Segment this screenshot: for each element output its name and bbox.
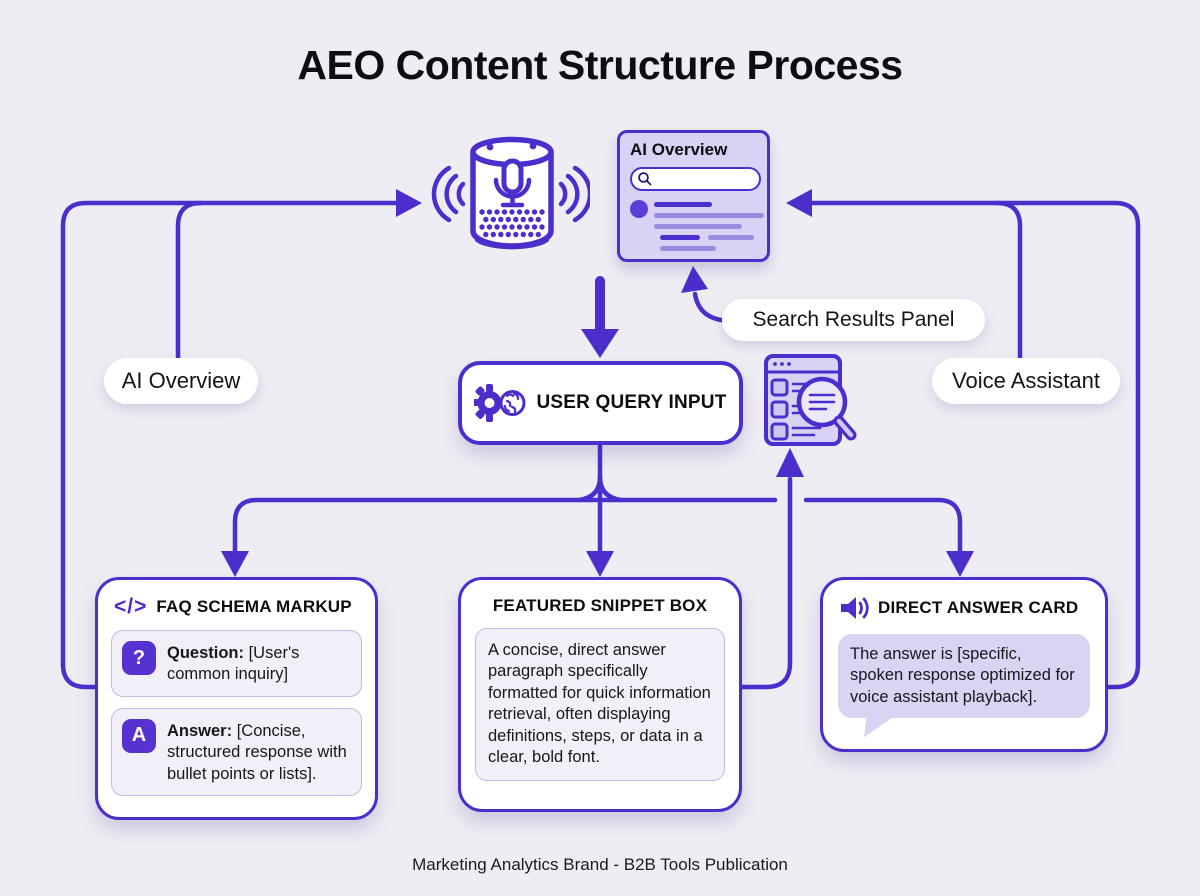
result-line [654, 202, 712, 207]
speaker-audio-icon [841, 597, 869, 619]
result-line [660, 235, 700, 240]
result-line [654, 224, 742, 229]
question-label: Question: [167, 644, 244, 662]
label-search-results-panel: Search Results Panel [722, 299, 985, 341]
user-query-input-label: USER QUERY INPUT [536, 392, 727, 413]
user-query-input-node: USER QUERY INPUT [458, 361, 743, 445]
ai-overview-panel: AI Overview [617, 130, 770, 262]
search-icon [638, 172, 652, 186]
question-mark-icon: ? [122, 641, 156, 675]
result-line [660, 246, 716, 251]
footer-attribution: Marketing Analytics Brand - B2B Tools Pu… [412, 855, 788, 874]
label-text: Voice Assistant [952, 368, 1100, 393]
voice-answer-bubble: The answer is [specific, spoken response… [838, 634, 1090, 738]
page-title: AEO Content Structure Process [297, 42, 903, 88]
code-icon: </> [114, 595, 148, 618]
answer-letter-icon: A [122, 718, 156, 753]
result-line [708, 235, 754, 240]
ai-overview-panel-title: AI Overview [630, 140, 728, 159]
label-text: AI Overview [121, 368, 241, 393]
smart-speaker-icon [431, 136, 590, 250]
answer-card-title: DIRECT ANSWER CARD [878, 598, 1079, 617]
featured-snippet-card: FEATURED SNIPPET BOX A concise, direct a… [458, 577, 742, 812]
faq-question-item: ? Question: [User's common inquiry] [111, 630, 362, 697]
speech-bubble-tail [864, 716, 894, 738]
label-text: Search Results Panel [752, 308, 955, 331]
result-bullet-dot [630, 200, 648, 218]
answer-label: Answer: [167, 721, 233, 740]
answer-card-body-text: The answer is [specific, spoken response… [850, 645, 1075, 706]
faq-answer-text: Answer: [Concise, structured response wi… [167, 721, 351, 785]
search-input[interactable] [630, 167, 761, 191]
gear-brain-icon [474, 384, 526, 422]
question-value: [User's common inquiry] [167, 644, 300, 684]
answer-value: [Concise, structured response with bulle… [167, 721, 347, 783]
direct-answer-card: DIRECT ANSWER CARD The answer is [specif… [820, 577, 1108, 752]
result-line [654, 213, 764, 218]
faq-answer-item: A Answer: [Concise, structured response … [111, 707, 362, 797]
label-voice-assistant: Voice Assistant [932, 358, 1120, 404]
faq-card-title: FAQ SCHEMA MARKUP [156, 597, 352, 616]
snippet-body-panel: A concise, direct answer paragraph speci… [475, 628, 725, 781]
search-results-browser-icon [764, 354, 857, 446]
label-ai-overview: AI Overview [104, 358, 258, 404]
faq-question-text: Question: [User's common inquiry] [167, 643, 351, 686]
snippet-body-text: A concise, direct answer paragraph speci… [488, 641, 711, 767]
snippet-card-title: FEATURED SNIPPET BOX [492, 596, 708, 615]
faq-schema-markup-card: </> FAQ SCHEMA MARKUP ? Question: [User'… [95, 577, 378, 820]
